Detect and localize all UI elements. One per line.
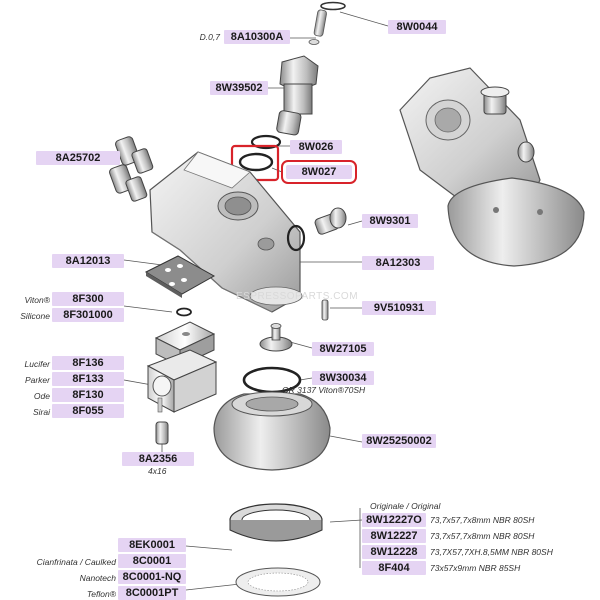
assembled-group (399, 67, 585, 267)
part-label-8w12227[interactable]: 8W12227 (362, 529, 426, 543)
part-label-8f300[interactable]: 8F300 (52, 292, 124, 306)
gasket-plate (144, 255, 216, 298)
note-oring-spec: OR 3137 Viton®70SH (282, 385, 366, 395)
part-label-8w39502[interactable]: 8W39502 (210, 81, 268, 95)
part-label-8c0001-nq[interactable]: 8C0001-NQ (118, 570, 186, 584)
note-teflon: Teflon® (86, 589, 116, 599)
note-cianfrinata: Cianfrinata / Caulked (36, 557, 116, 567)
note-screw-size: 4x16 (148, 466, 167, 476)
o-ring-small (250, 134, 282, 150)
part-label-8f301000[interactable]: 8F301000 (52, 308, 124, 322)
note-sirai: Sirai (32, 407, 50, 417)
part-label-8f133[interactable]: 8F133 (52, 372, 124, 386)
note-spec-3: 73,7X57,7XH.8,5MM NBR 80SH (430, 547, 553, 557)
part-label-8ek0001[interactable]: 8EK0001 (118, 538, 186, 552)
part-label-8f404[interactable]: 8F404 (362, 561, 426, 575)
part-label-8w0044[interactable]: 8W0044 (388, 20, 446, 34)
note-lucifer: Lucifer (24, 359, 50, 369)
valve-part (259, 323, 293, 352)
screw-small (321, 299, 329, 321)
note-silicone: Silicone (20, 311, 50, 321)
part-label-8a25702[interactable]: 8A25702 (36, 151, 120, 165)
o-ring-highlighted (238, 152, 274, 172)
part-label-8w027-highlighted[interactable]: 8W027 (281, 160, 357, 184)
note-viton: Viton® (24, 295, 50, 305)
bell-dome (213, 391, 331, 471)
note-spec-4: 73x57x9mm NBR 85SH (430, 563, 521, 573)
watermark: ESPRESSOPARTS.COM (236, 291, 359, 302)
part-label-8f130[interactable]: 8F130 (52, 388, 124, 402)
part-label-8c0001[interactable]: 8C0001 (118, 554, 186, 568)
part-label-8a10300a[interactable]: 8A10300A (224, 30, 290, 44)
part-label-8f136[interactable]: 8F136 (52, 356, 124, 370)
part-label-8w12227o[interactable]: 8W12227O (362, 513, 426, 527)
note-parker: Parker (24, 375, 50, 385)
note-diameter: D.0,7 (199, 32, 220, 42)
screw-8a2356 (155, 421, 169, 445)
o-ring-tiny (176, 307, 192, 317)
part-label-8w12228[interactable]: 8W12228 (362, 545, 426, 559)
part-label-8w25250002[interactable]: 8W25250002 (362, 434, 436, 448)
part-label-8c0001pt[interactable]: 8C0001PT (118, 586, 186, 600)
o-ring-side (286, 224, 306, 252)
pin-part (308, 1, 346, 45)
side-screw (314, 207, 347, 235)
part-label-9v510931[interactable]: 9V510931 (362, 301, 436, 315)
fitting-pair (109, 136, 154, 202)
part-label-8a2356[interactable]: 8A2356 (122, 452, 194, 466)
part-label-8a12013[interactable]: 8A12013 (52, 254, 124, 268)
group-gasket (229, 503, 323, 542)
part-label-8w30034[interactable]: 8W30034 (312, 371, 374, 385)
part-label-8a12303[interactable]: 8A12303 (362, 256, 434, 270)
cartridge-part (276, 55, 319, 136)
note-spec-2: 73,7x57,7x8mm NBR 80SH (430, 531, 535, 541)
note-spec-1: 73,7x57,7x8mm NBR 80SH (430, 515, 535, 525)
note-originale: Originale / Original (370, 501, 441, 511)
part-label-8f055[interactable]: 8F055 (52, 404, 124, 418)
solenoid-valve (146, 321, 218, 413)
part-label-8w9301[interactable]: 8W9301 (362, 214, 418, 228)
note-ode: Ode (33, 391, 50, 401)
part-label-8w026[interactable]: 8W026 (290, 140, 342, 154)
shower-screen (235, 567, 321, 597)
note-nanotech: Nanotech (79, 573, 116, 583)
part-label-8w27105[interactable]: 8W27105 (312, 342, 374, 356)
